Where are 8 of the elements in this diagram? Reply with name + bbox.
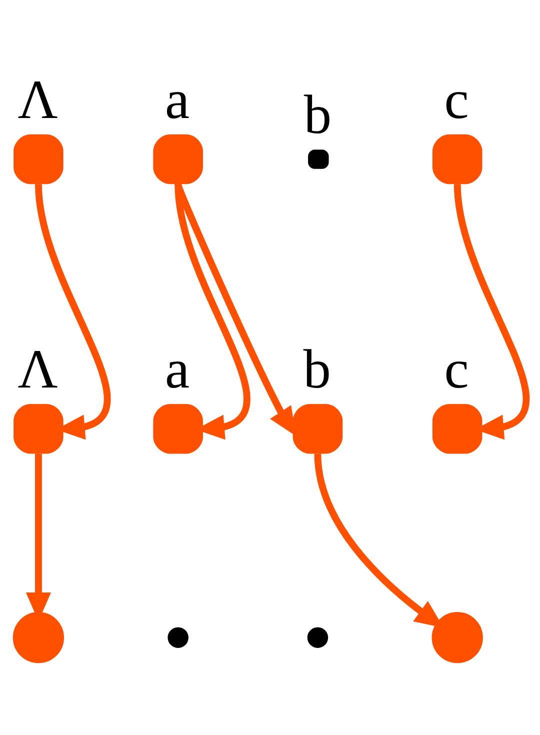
node-label: Λ bbox=[18, 68, 58, 130]
node-label: a bbox=[164, 338, 190, 399]
node-label: b bbox=[303, 338, 331, 399]
node-label: Λ bbox=[18, 338, 58, 399]
node-label: b bbox=[304, 83, 332, 144]
node-label: c bbox=[444, 338, 469, 399]
node-label: a bbox=[164, 68, 190, 130]
node-label: c bbox=[444, 68, 469, 130]
